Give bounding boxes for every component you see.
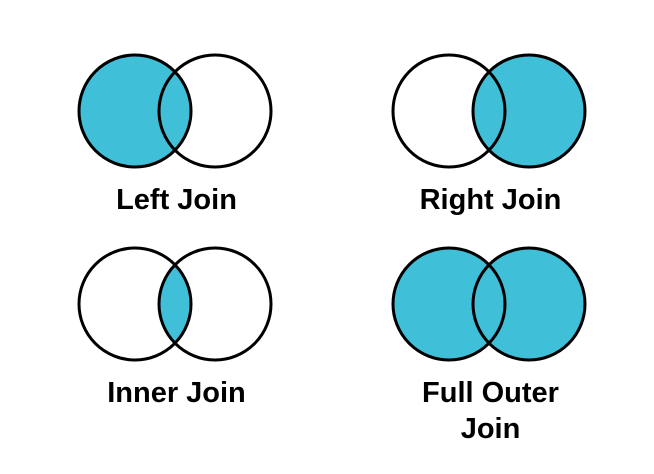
venn-diagram-full-outer-join bbox=[371, 239, 611, 369]
venn-diagram-inner-join bbox=[57, 239, 297, 369]
venn-circles-left-join bbox=[77, 53, 272, 169]
venn-circles-inner-join bbox=[77, 246, 272, 362]
inner-join-label: Inner Join bbox=[107, 377, 246, 409]
left-join-label: Left Join bbox=[116, 184, 237, 216]
right-join-section: Right Join bbox=[327, 0, 654, 237]
left-join-section: Left Join bbox=[13, 0, 340, 237]
inner-join-section: Inner Join bbox=[13, 237, 340, 474]
full-outer-join-section: Full Outer Join bbox=[327, 237, 654, 474]
venn-circles-right-join bbox=[391, 53, 586, 169]
venn-diagram-right-join bbox=[371, 46, 611, 176]
right-join-label: Right Join bbox=[419, 184, 562, 216]
venn-diagram-left-join bbox=[57, 46, 297, 176]
venn-circles-full-outer-join bbox=[391, 246, 586, 362]
full-outer-join-label: Full Outer Join bbox=[422, 377, 559, 445]
